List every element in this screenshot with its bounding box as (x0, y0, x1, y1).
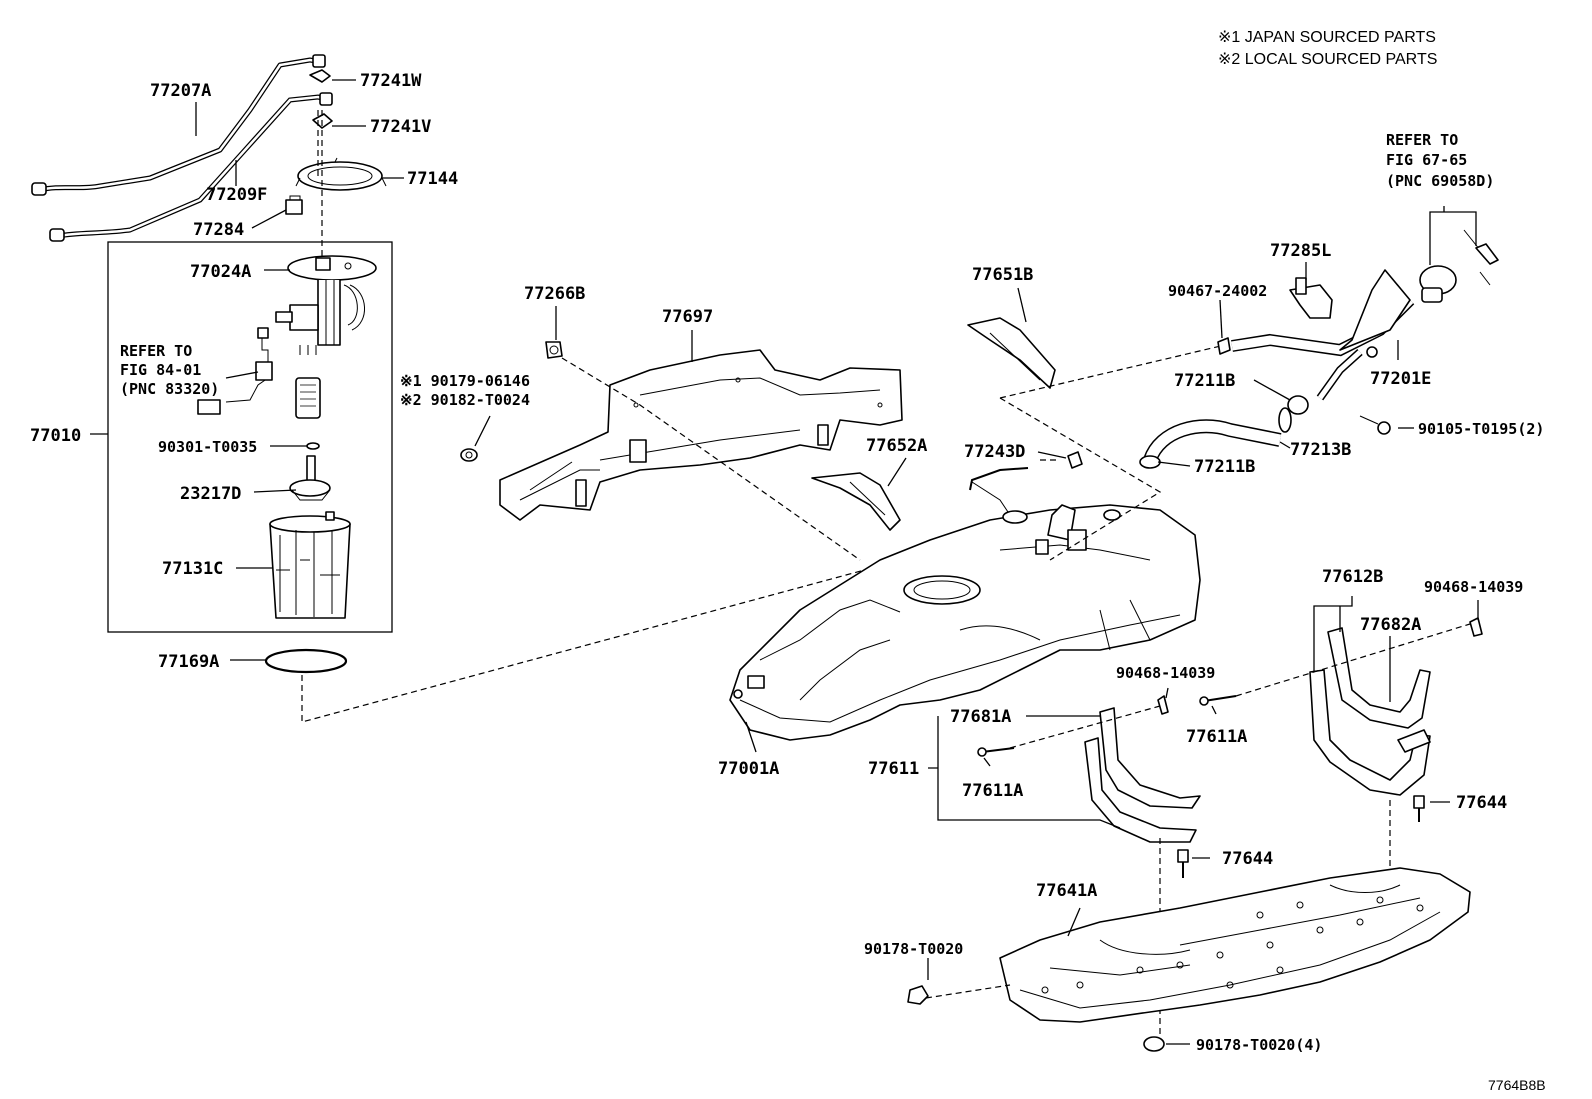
tank-band-77682A-icon (1327, 627, 1431, 729)
insulator-77652A-icon (811, 472, 901, 531)
label-77211B-upper: 77211B (1174, 371, 1235, 391)
label-77682A: 77682A (1360, 615, 1421, 635)
label-90178-T0020-left: 90178-T0020 (864, 940, 963, 958)
fuel-line-77207A (31, 54, 326, 196)
clip-90467-icon (1217, 337, 1231, 355)
nut-90178-lower-icon (1143, 1036, 1165, 1052)
bracket-77285L-icon (1289, 277, 1333, 319)
protector-77697-icon (499, 349, 903, 521)
note-japan-sourced: ※1 JAPAN SOURCED PARTS (1218, 29, 1436, 46)
filler-pipe-77201E-icon (1231, 269, 1415, 401)
label-90182-T0024: ※2 90182-T0024 (400, 391, 530, 409)
insulator-77651B-icon (967, 317, 1056, 389)
label-77241V: 77241V (370, 117, 431, 137)
grommet-90179-icon (460, 448, 478, 462)
tank-band-77612B-icon (1309, 669, 1431, 796)
label-77612B: 77612B (1322, 567, 1383, 587)
refer-fig-67-line1: REFER TO (1386, 131, 1458, 149)
clip-90468-right-icon (1469, 617, 1483, 637)
screw-90105-icon (1359, 415, 1391, 435)
label-77241W: 77241W (360, 71, 422, 91)
label-77284: 77284 (193, 220, 244, 240)
label-90467-24002: 90467-24002 (1168, 282, 1267, 300)
bolt-77611A-left-icon (977, 747, 1015, 757)
figure-code: 7764B8B (1488, 1077, 1546, 1093)
label-77697: 77697 (662, 307, 713, 327)
leader-lines (90, 79, 1479, 1045)
pump-assembly-frame (107, 241, 393, 633)
bolt-77644-lower-icon (1177, 849, 1189, 878)
clip-90468-left-icon (1157, 695, 1169, 715)
label-77201E: 77201E (1370, 369, 1431, 389)
label-77644-upper: 77644 (1456, 793, 1507, 813)
tank-band-77681A-icon (1084, 707, 1201, 843)
vent-valve-77243D-icon (1067, 451, 1083, 469)
note-local-sourced: ※2 LOCAL SOURCED PARTS (1218, 51, 1437, 68)
gasket-77169A-icon (264, 648, 348, 674)
label-77211B-lower: 77211B (1194, 457, 1255, 477)
under-cover-77641A-icon (999, 867, 1471, 1023)
label-77243D: 77243D (964, 442, 1025, 462)
hose-clamp-77211B-lower-icon (1139, 455, 1161, 469)
label-77611: 77611 (868, 759, 919, 779)
label-77001A: 77001A (718, 759, 779, 779)
label-77611A-left: 77611A (962, 781, 1023, 801)
nut-90178-left-icon (907, 985, 929, 1005)
label-77611A-right: 77611A (1186, 727, 1247, 747)
label-77024A: 77024A (190, 262, 251, 282)
clamp-77284-icon (285, 195, 303, 215)
refer-fig-84-line2: FIG 84-01 (120, 361, 201, 379)
hose-77213B-icon (1143, 407, 1292, 463)
pressure-regulator-23217D-icon (289, 455, 331, 501)
label-77652A: 77652A (866, 436, 927, 456)
fuel-cap-lock-icon (1419, 229, 1499, 303)
label-90468-14039-right: 90468-14039 (1424, 578, 1523, 596)
label-90178-T0020-lower: 90178-T0020(4) (1196, 1036, 1322, 1054)
label-77144: 77144 (407, 169, 458, 189)
bolt-77611A-right-icon (1199, 695, 1237, 706)
fuel-filter-icon (295, 377, 321, 419)
refer-fig-67-line3: (PNC 69058D) (1386, 172, 1494, 190)
o-ring-90301-icon (306, 442, 320, 450)
label-77266B: 77266B (524, 284, 585, 304)
refer-fig-67-line2: FIG 67-65 (1386, 151, 1467, 169)
label-77207A: 77207A (150, 81, 211, 101)
clip-77241W-icon (309, 69, 331, 83)
label-77213B: 77213B (1290, 440, 1351, 460)
label-77681A: 77681A (950, 707, 1011, 727)
hose-clamp-77211B-upper-icon (1287, 395, 1309, 415)
label-23217D: 23217D (180, 484, 241, 504)
label-77169A: 77169A (158, 652, 219, 672)
label-77644-lower: 77644 (1222, 849, 1273, 869)
label-90468-14039-left: 90468-14039 (1116, 664, 1215, 682)
refer-fig-84-line3: (PNC 83320) (120, 380, 219, 398)
fuel-line-77209F (49, 92, 333, 242)
fuel-tank-77001A-icon (729, 467, 1201, 741)
pump-housing-77131C-icon (269, 511, 351, 619)
retainer-ring-77144-icon (295, 157, 387, 191)
label-90179-06146: ※1 90179-06146 (400, 372, 530, 390)
fuel-sender-icon (197, 327, 273, 415)
label-77641A: 77641A (1036, 881, 1097, 901)
label-77131C: 77131C (162, 559, 223, 579)
grommet-77266B-icon (545, 341, 563, 359)
label-77209F: 77209F (206, 185, 267, 205)
label-90301-T0035: 90301-T0035 (158, 438, 257, 456)
pump-module-77024A-icon (275, 255, 377, 355)
label-77651B: 77651B (972, 265, 1033, 285)
refer-fig-84-line1: REFER TO (120, 342, 192, 360)
label-90105-T0195: 90105-T0195(2) (1418, 420, 1544, 438)
label-77285L: 77285L (1270, 241, 1331, 261)
label-77010: 77010 (30, 426, 81, 446)
bolt-77644-upper-icon (1413, 795, 1425, 822)
